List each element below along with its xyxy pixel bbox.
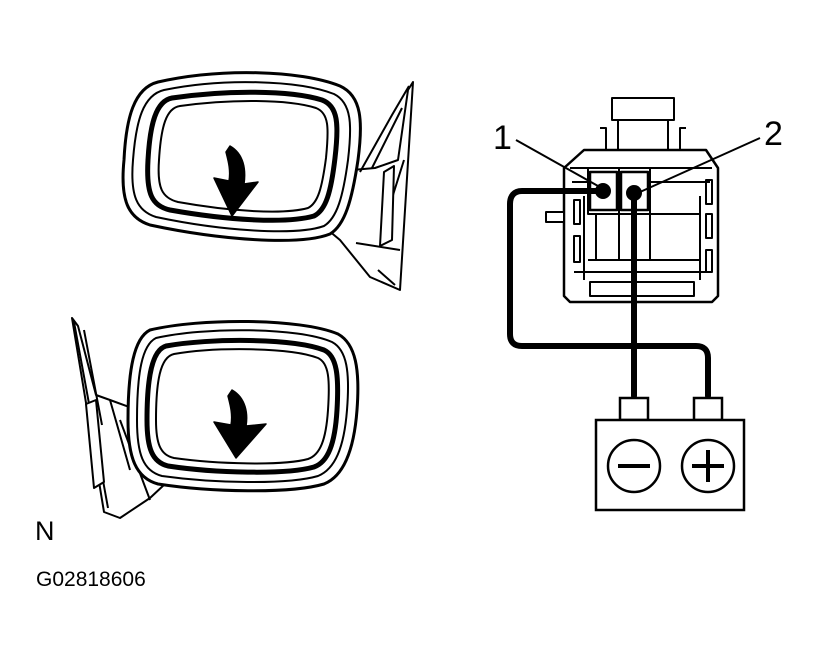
leader-lines [515,137,761,193]
battery [594,396,746,512]
terminal-1-label: 1 [493,119,512,157]
upper-mirror-glass-inner [157,100,329,213]
upper-mirror-housing-rim [131,81,352,233]
view-code-label: N [35,516,55,546]
plus-icon [692,450,724,482]
connector-cavity-grid [587,167,700,261]
terminal-1-leader [515,139,599,187]
upper-mirror [121,71,414,291]
battery-negative-post [618,396,650,422]
wiring [507,188,711,399]
terminal-2-label: 2 [764,115,783,153]
lower-mirror-arrow-icon [213,389,267,459]
connector-side-slots [573,179,713,273]
battery-positive-post [692,396,724,422]
terminal-2-leader [639,137,761,193]
upper-mirror-arm-slot [379,165,395,247]
lower-mirror-housing-rim [136,329,350,484]
connector-latch [611,97,675,121]
upper-mirror-arrow-icon [213,145,259,217]
connector-latch-rib [600,127,686,150]
positive-lead [507,188,711,399]
connector-latch-neck [617,119,669,151]
connector-side-tab [545,211,565,223]
figure-code-label: G02818606 [36,568,146,591]
lower-mirror [71,317,360,519]
lower-mirror-arm-slot [85,399,105,489]
